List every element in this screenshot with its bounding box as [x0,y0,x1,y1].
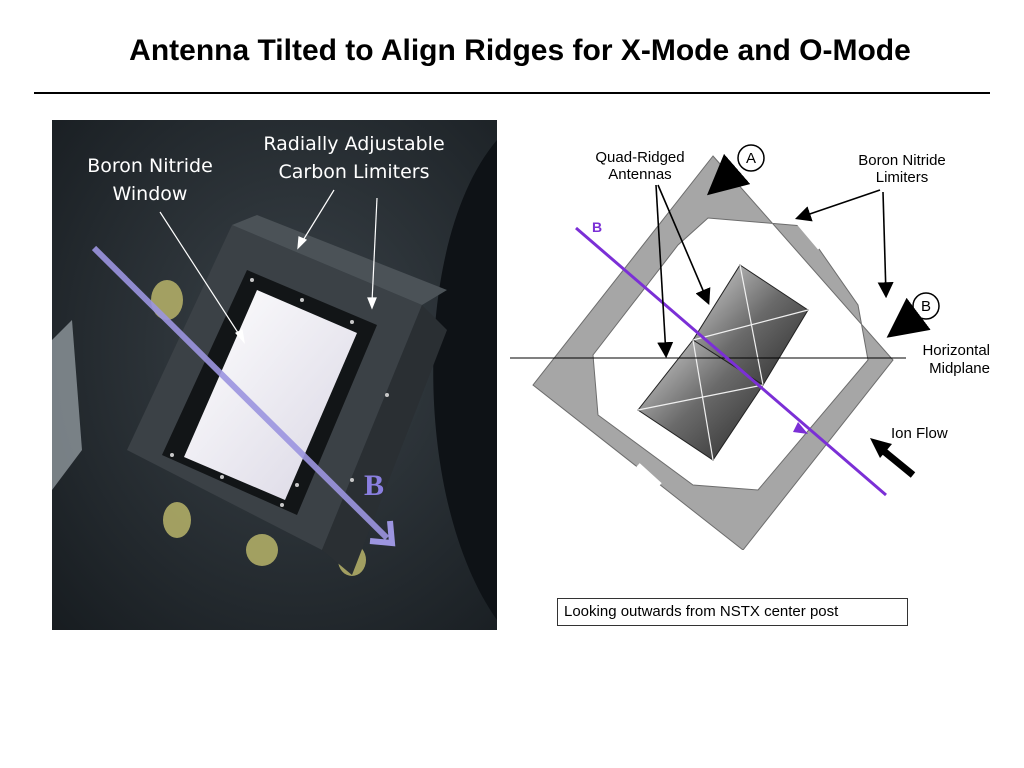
photo-field-label: B [364,469,384,502]
ion-flow-arrow [870,438,916,478]
label-limiters-line1: Radially Adjustable [263,133,444,155]
photo-field-arrow [91,245,396,547]
antennas-label-line2: Antennas [608,166,671,183]
schematic-field-line [575,226,887,497]
schematic-pointers [655,184,894,359]
slide-title: Antenna Tilted to Align Ridges for X-Mod… [129,34,911,67]
view-caption: Looking outwards from NSTX center post [557,598,908,626]
label-limiters-line2: Carbon Limiters [279,161,430,183]
boron-nitride-limiter-frame [532,155,894,550]
housing-screws [170,278,389,507]
limiters-label-line2: Limiters [876,169,929,186]
svg-text:A: A [746,150,756,167]
label-window-line1: Boron Nitride [87,155,213,177]
antennas-label-line1: Quad-Ridged [595,149,684,166]
antenna-photo: Boron Nitride Window Radially Adjustable… [52,120,497,630]
svg-text:B: B [921,298,931,315]
title-divider [34,92,990,94]
marker-b: B [886,292,940,338]
limiters-label-line1: Boron Nitride [858,152,946,169]
schematic-field-label: B [592,219,602,235]
boron-nitride-window [184,290,357,500]
vessel-wall [433,120,497,630]
label-window-line2: Window [113,183,188,205]
antenna-schematic: B Quad-Ridged Antennas Boron Nitride Lim… [508,130,1008,550]
midplane-label-line2: Midplane [929,360,990,377]
photo-pointers [159,189,378,344]
ion-flow-label: Ion Flow [891,425,948,442]
marker-a: A [706,144,765,196]
midplane-label-line1: Horizontal [922,342,990,359]
